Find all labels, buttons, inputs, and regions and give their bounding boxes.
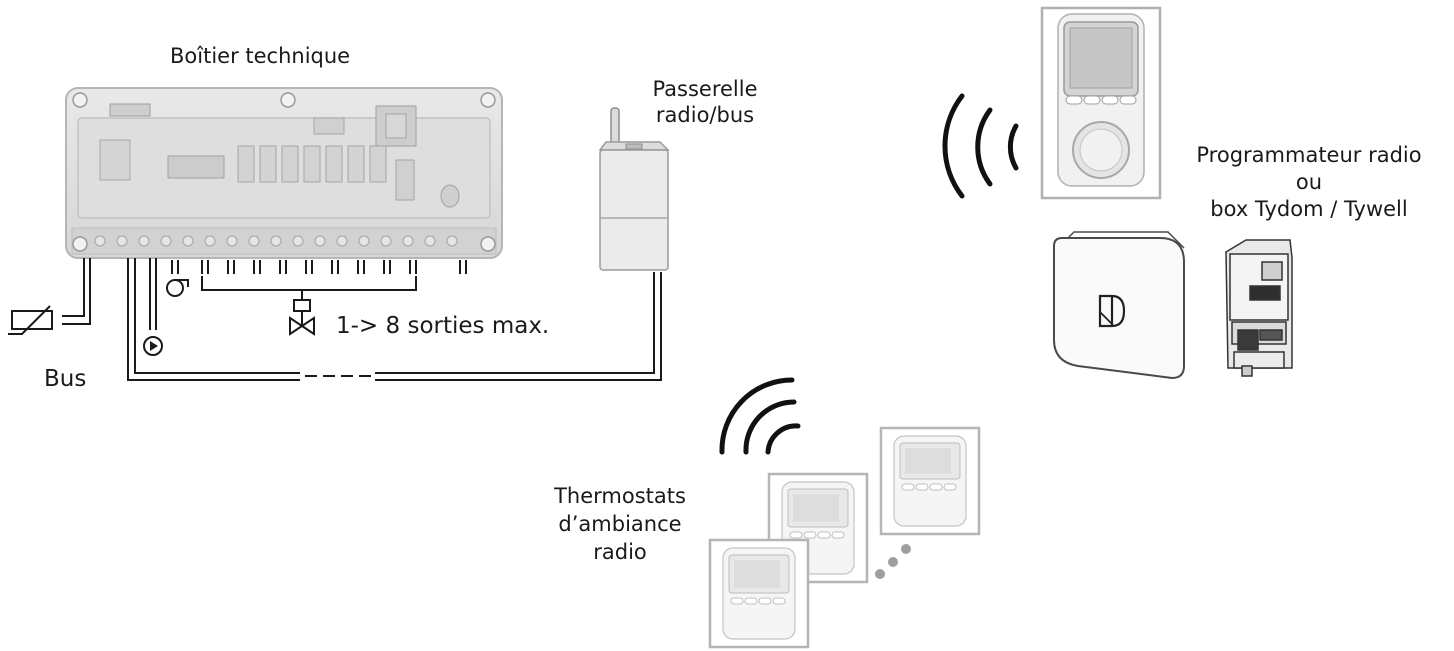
tydom-box bbox=[1053, 231, 1185, 380]
programmer-label-line-3: box Tydom / Tywell bbox=[1210, 197, 1408, 221]
programmer-label: Programmateur radio ou box Tydom / Tywel… bbox=[1168, 142, 1450, 223]
radio-programmer bbox=[1040, 6, 1162, 200]
outputs-label: 1-> 8 sorties max. bbox=[336, 313, 550, 339]
programmer-label-line-1: Programmateur radio bbox=[1196, 143, 1422, 167]
room-thermostat bbox=[708, 538, 810, 649]
sensor-icon bbox=[8, 305, 53, 335]
thermostats-label-line-1: Thermostats bbox=[554, 484, 686, 508]
technical-box-label: Boîtier technique bbox=[170, 44, 351, 68]
tywell-module bbox=[1225, 239, 1293, 377]
technical-box bbox=[65, 87, 503, 259]
pump-icon bbox=[143, 336, 163, 356]
thermostats-label: Thermostats d’ambiance radio bbox=[530, 482, 710, 566]
thermostats-label-line-2: d’ambiance bbox=[558, 512, 682, 536]
programmer-label-line-2: ou bbox=[1295, 170, 1323, 194]
gateway-label: Passerelle radio/bus bbox=[640, 76, 770, 128]
box-wiring bbox=[62, 258, 662, 381]
room-thermostat bbox=[879, 426, 981, 536]
gateway-label-line-2: radio/bus bbox=[655, 103, 755, 127]
radio-bus-gateway bbox=[598, 107, 670, 271]
fan-icon bbox=[166, 279, 189, 297]
thermostats-label-line-3: radio bbox=[593, 540, 647, 564]
gateway-label-line-1: Passerelle bbox=[652, 77, 758, 101]
antenna-icon bbox=[610, 107, 620, 145]
ellipsis-dots-icon bbox=[875, 544, 911, 579]
radio-waves-icon bbox=[942, 93, 1019, 199]
radio-waves-icon bbox=[719, 377, 801, 455]
bus-label: Bus bbox=[44, 366, 87, 392]
valve-icon bbox=[289, 299, 315, 336]
